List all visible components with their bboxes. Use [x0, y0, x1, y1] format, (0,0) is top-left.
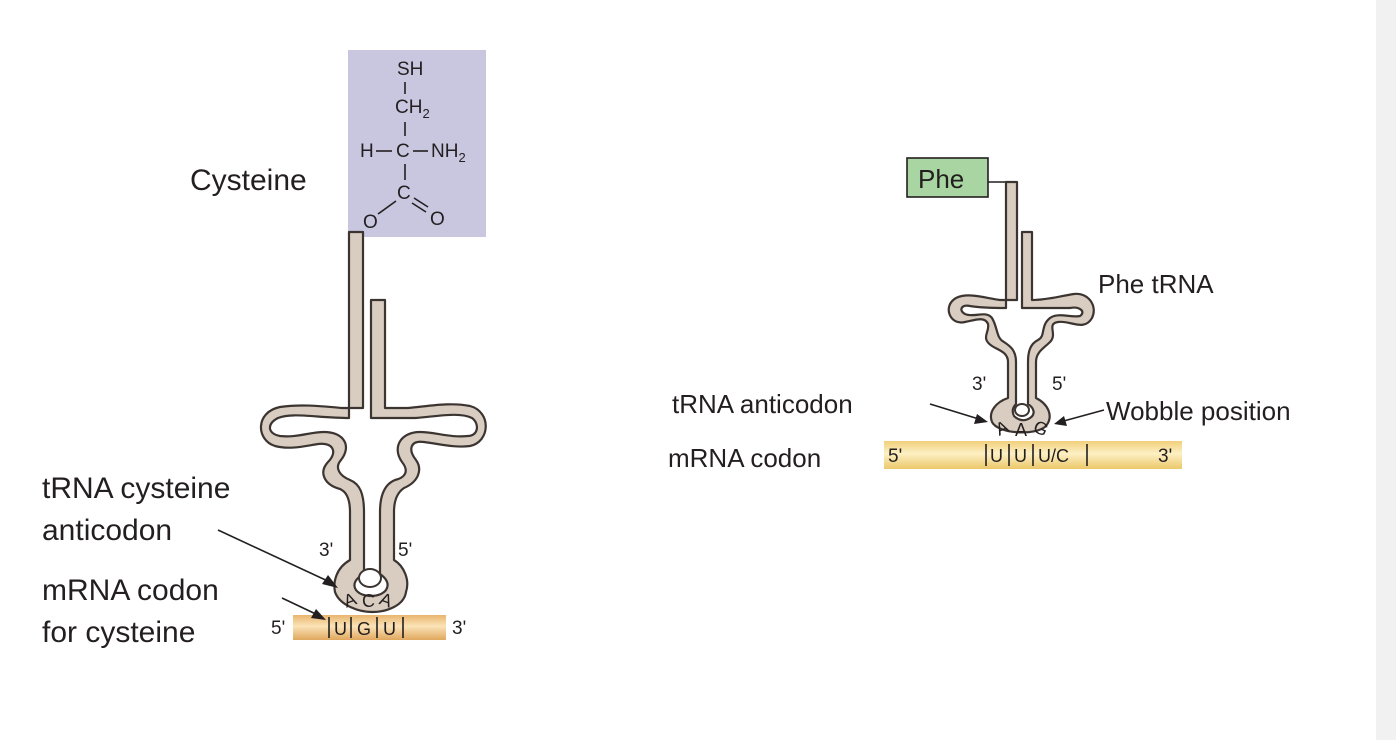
right-panel: Phe Phe tRNA 3' 5' A A G U U U/C 5' 3' t…: [668, 157, 1291, 473]
phe-anticodon-base-2: A: [1015, 420, 1027, 440]
anticodon-base-2: C: [362, 591, 375, 611]
left-panel: SH CH2 H C NH2 C O O Cysteine 3' 5' A C …: [42, 50, 487, 649]
phe-trna-label: Phe tRNA: [1098, 269, 1214, 299]
alpha-carbon: C: [396, 141, 410, 162]
codon-base-1: U: [334, 619, 347, 639]
diagram-canvas: SH CH2 H C NH2 C O O Cysteine 3' 5' A C …: [42, 50, 1291, 649]
h-atom: H: [360, 141, 374, 162]
phe-box: [906, 157, 989, 198]
phe-codon-label: mRNA codon: [668, 443, 821, 473]
phe-anticodon-loop-hole: [1014, 403, 1030, 417]
carboxyl-oxygen-left: O: [363, 212, 378, 233]
phe-trna-5prime-label: 5': [1052, 374, 1066, 395]
cysteine-trna: [259, 230, 487, 614]
codon-label-line1: mRNA codon: [42, 574, 219, 607]
phe-trna-3prime-label: 3': [972, 374, 986, 395]
codon-label-line2: for cysteine: [42, 616, 195, 649]
trna-5prime-label: 5': [398, 540, 412, 561]
cysteine-structure: SH CH2 H C NH2 C O O: [360, 59, 466, 233]
sh-group: SH: [397, 59, 423, 80]
anticodon-loop-hole: [358, 568, 382, 588]
carboxyl-carbon: C: [397, 183, 411, 204]
phe-codon-base-1: U: [990, 446, 1003, 466]
phe-mrna-5prime-label: 5': [888, 446, 902, 467]
mrna-5prime-label: 5': [271, 618, 285, 639]
nh2-group: NH2: [431, 141, 466, 165]
anticodon-label-line1: tRNA cysteine: [42, 472, 230, 505]
phe-codon-base-2: U: [1014, 446, 1027, 466]
phe-mrna-3prime-label: 3': [1158, 446, 1172, 467]
mrna-3prime-label: 3': [452, 618, 466, 639]
codon-base-2: G: [357, 619, 371, 639]
page-scrollbar[interactable]: [1376, 0, 1396, 740]
mrna-strand-left: [293, 615, 446, 640]
cysteine-label: Cysteine: [190, 164, 307, 197]
phe-label: Phe: [918, 164, 964, 194]
anticodon-label-line2: anticodon: [42, 514, 172, 547]
wobble-position-label: Wobble position: [1106, 396, 1291, 426]
carboxyl-oxygen-right: O: [430, 209, 445, 230]
trna-3prime-label: 3': [319, 540, 333, 561]
phe-anticodon-label: tRNA anticodon: [672, 389, 853, 419]
trna-codon-diagram: SH CH2 H C NH2 C O O Cysteine 3' 5' A C …: [42, 50, 1291, 649]
phe-trna: [947, 180, 1095, 434]
ch2-group: CH2: [395, 97, 430, 121]
codon-base-3: U: [383, 619, 396, 639]
phe-codon-base-3: U/C: [1038, 446, 1069, 466]
